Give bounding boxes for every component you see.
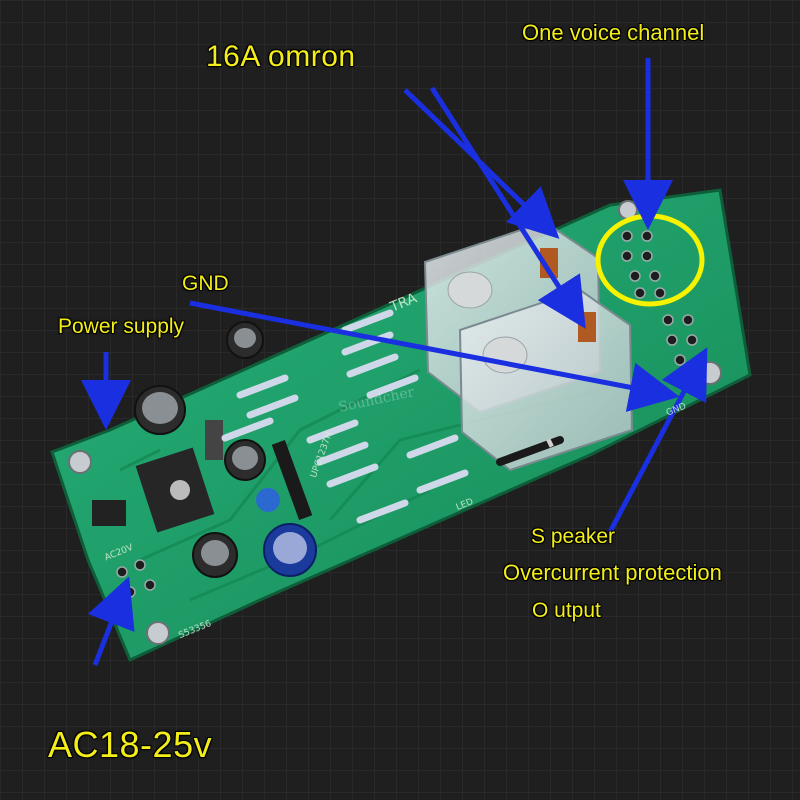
ac-voltage-label: AC18-25v (48, 724, 213, 765)
speaker-label: S peaker (531, 525, 616, 548)
diode (496, 436, 564, 466)
resistors (221, 309, 469, 524)
power-supply-label: Power supply (58, 315, 185, 338)
channel-label: One voice channel (522, 20, 705, 45)
gnd-label: GND (182, 272, 229, 295)
ic-chip (271, 440, 313, 520)
overcurrent-label: Overcurrent protection (503, 560, 722, 585)
capacitors (134, 321, 317, 578)
annotation-arrows (81, 58, 708, 666)
relays (423, 220, 634, 472)
rectifier-and-regulator (92, 420, 223, 533)
relay-label: 16A omron (206, 40, 356, 73)
output-label: O utput (532, 599, 601, 622)
